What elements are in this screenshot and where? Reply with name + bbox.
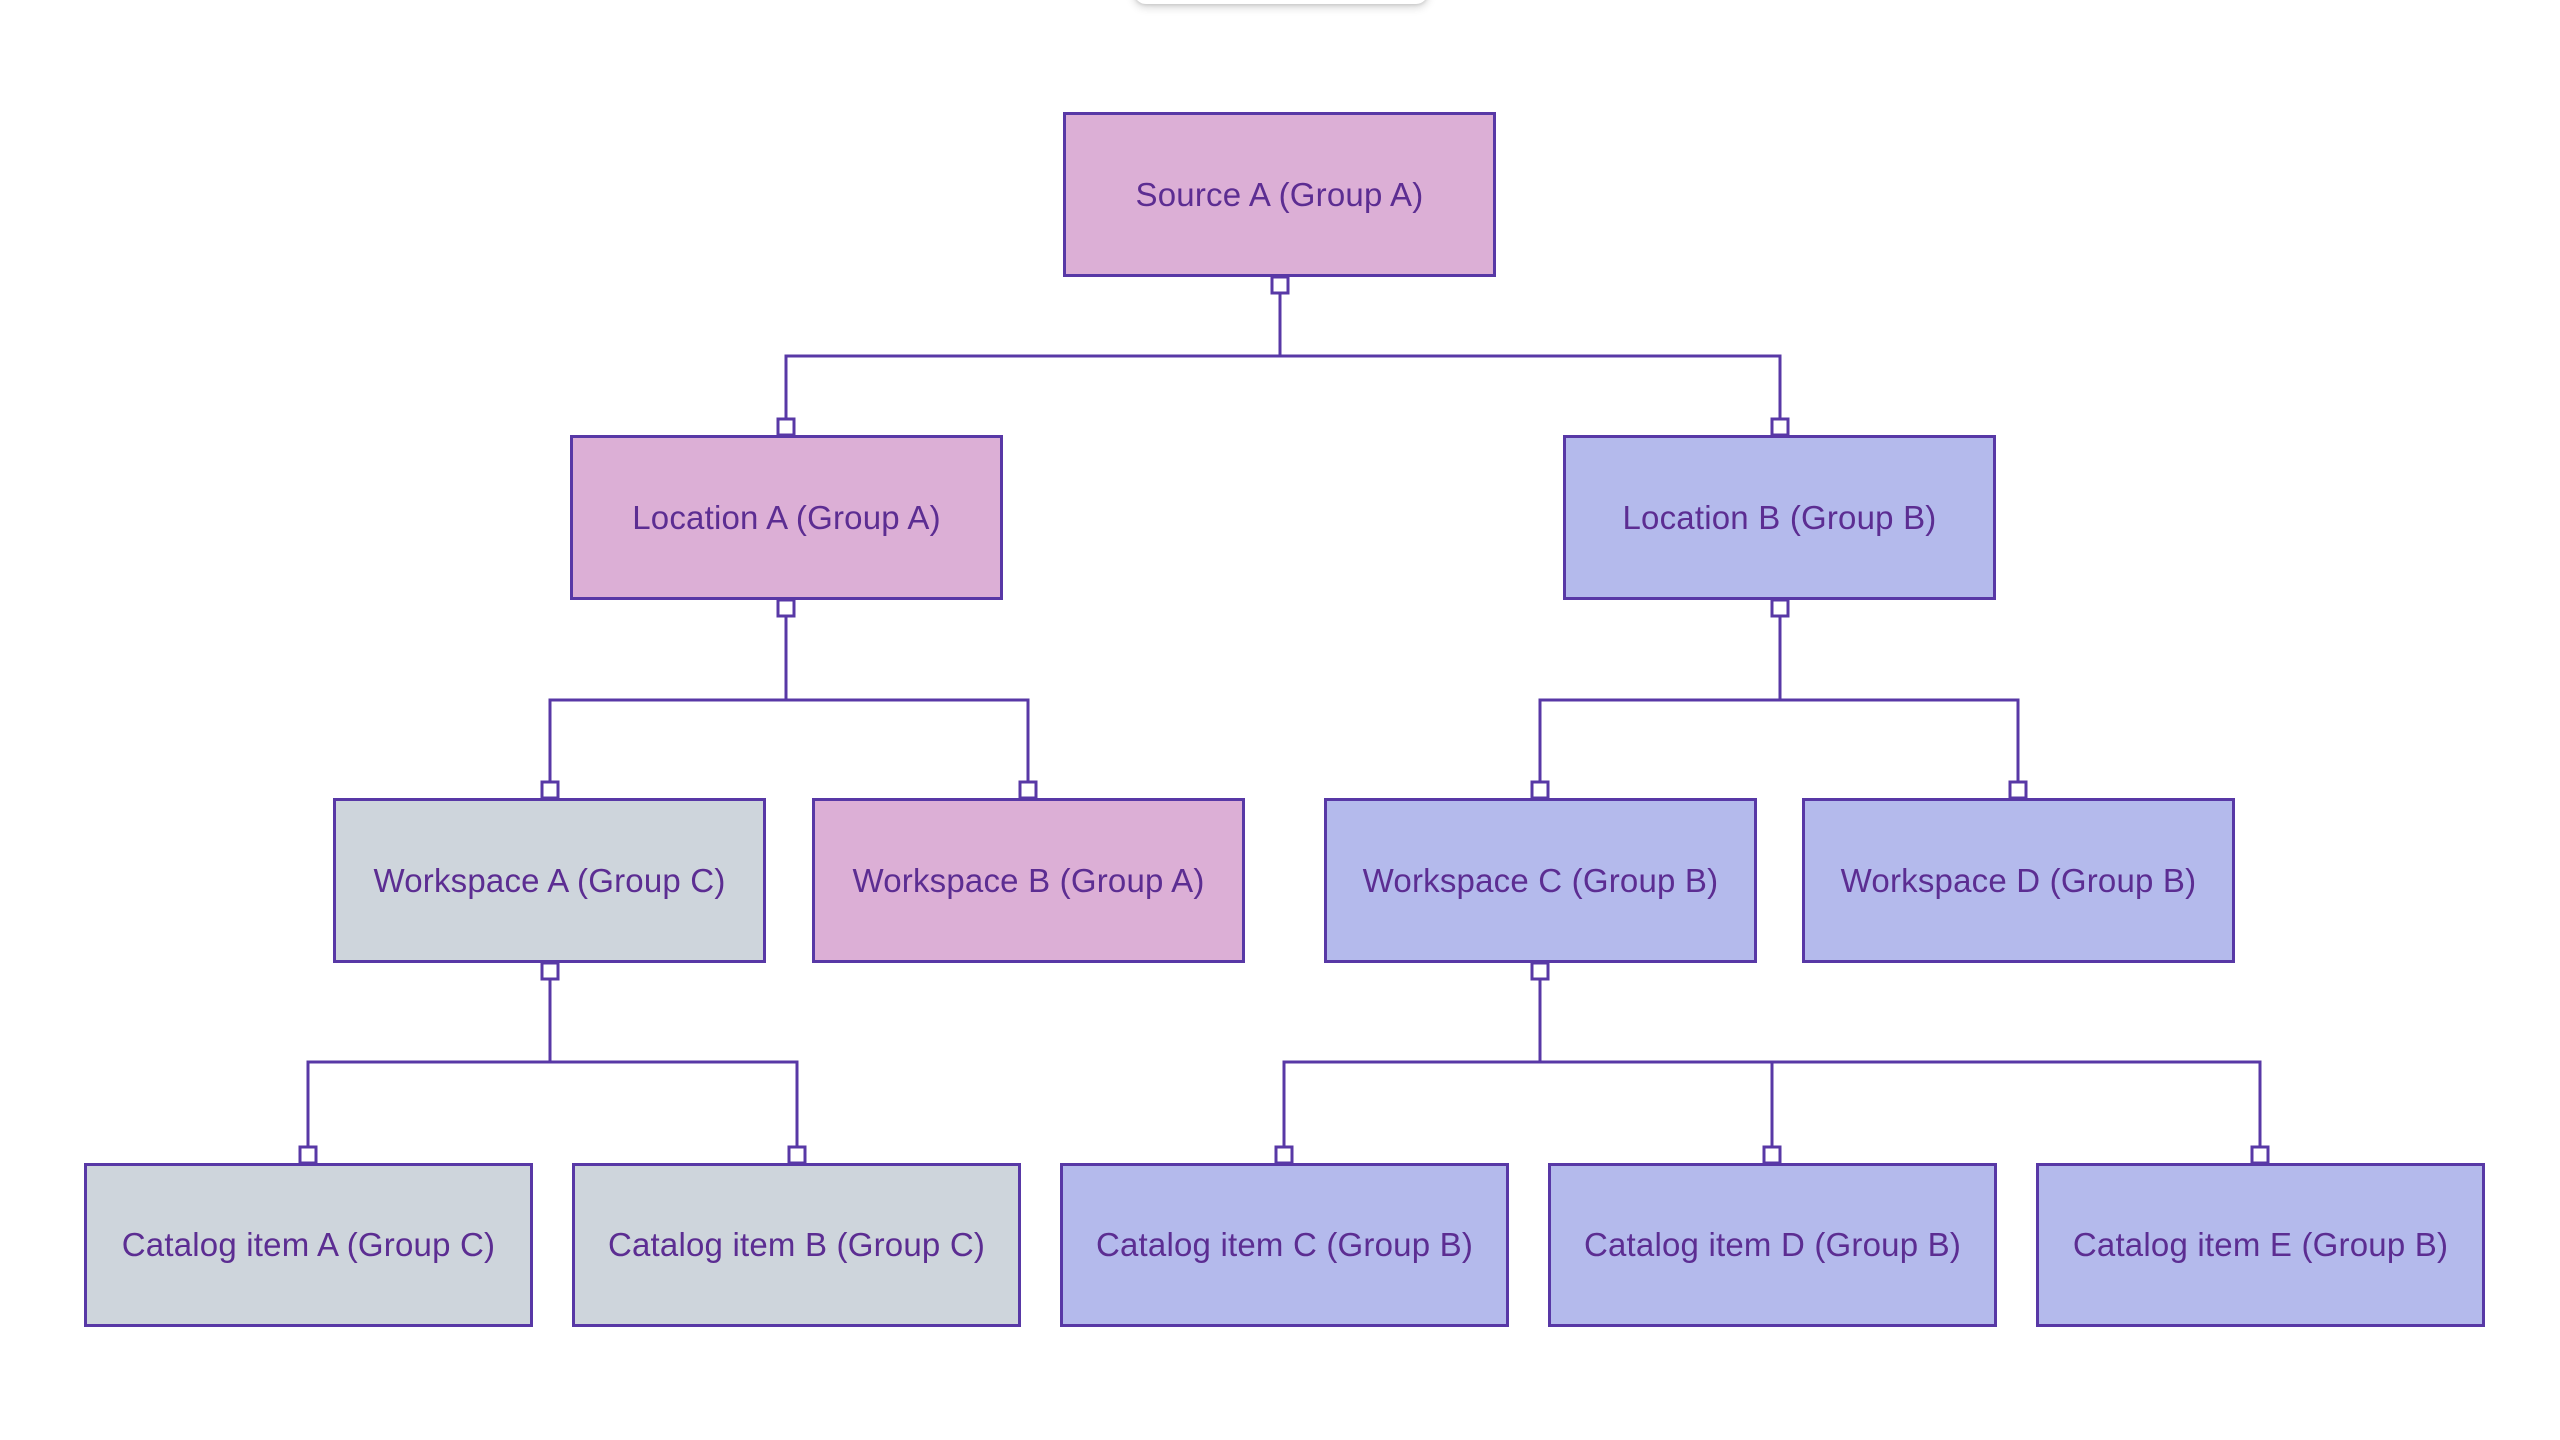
node-label: Catalog item E (Group B) — [2072, 1226, 2449, 1263]
connection-point — [776, 417, 796, 437]
node-label: Catalog item B (Group C) — [607, 1226, 986, 1263]
node-location-b[interactable]: Location B (Group B) — [1563, 435, 1996, 600]
node-label: Workspace C (Group B) — [1362, 861, 1719, 899]
connection-point — [787, 1145, 807, 1165]
node-catalog-item-e[interactable]: Catalog item E (Group B) — [2036, 1163, 2485, 1327]
node-location-a[interactable]: Location A (Group A) — [570, 435, 1003, 600]
node-workspace-d[interactable]: Workspace D (Group B) — [1802, 798, 2235, 963]
connection-point — [1274, 1145, 1294, 1165]
connection-point — [1770, 417, 1790, 437]
node-label: Catalog item D (Group B) — [1583, 1226, 1962, 1263]
node-source-a[interactable]: Source A (Group A) — [1063, 112, 1496, 277]
node-label: Location A (Group A) — [632, 498, 941, 536]
edge-workspace-c-children — [1282, 963, 2262, 1163]
node-label: Workspace D (Group B) — [1840, 861, 2197, 899]
node-label: Source A (Group A) — [1135, 175, 1424, 213]
connection-point — [298, 1145, 318, 1165]
connection-point — [540, 780, 560, 800]
connection-point — [2008, 780, 2028, 800]
floating-toolbar — [1134, 0, 1428, 4]
node-catalog-item-b[interactable]: Catalog item B (Group C) — [572, 1163, 1021, 1327]
edge-location-a-children — [548, 600, 1030, 798]
connection-point — [776, 598, 796, 618]
edge-workspace-a-children — [306, 963, 799, 1163]
node-catalog-item-d[interactable]: Catalog item D (Group B) — [1548, 1163, 1997, 1327]
node-workspace-a[interactable]: Workspace A (Group C) — [333, 798, 766, 963]
connection-point — [1770, 598, 1790, 618]
node-label: Location B (Group B) — [1622, 498, 1937, 536]
node-catalog-item-a[interactable]: Catalog item A (Group C) — [84, 1163, 533, 1327]
node-label: Workspace B (Group A) — [852, 861, 1205, 899]
connection-point — [1530, 961, 1550, 981]
connection-point — [1270, 275, 1290, 295]
edge-source-a-children — [784, 277, 1782, 435]
connection-point — [540, 961, 560, 981]
node-label: Catalog item A (Group C) — [121, 1226, 496, 1263]
connection-point — [1018, 780, 1038, 800]
connection-point — [2250, 1145, 2270, 1165]
node-catalog-item-c[interactable]: Catalog item C (Group B) — [1060, 1163, 1509, 1327]
node-label: Workspace A (Group C) — [373, 861, 726, 899]
node-workspace-c[interactable]: Workspace C (Group B) — [1324, 798, 1757, 963]
node-label: Catalog item C (Group B) — [1095, 1226, 1474, 1263]
connection-point — [1762, 1145, 1782, 1165]
node-workspace-b[interactable]: Workspace B (Group A) — [812, 798, 1245, 963]
connection-point — [1530, 780, 1550, 800]
edge-location-b-children — [1538, 600, 2020, 798]
